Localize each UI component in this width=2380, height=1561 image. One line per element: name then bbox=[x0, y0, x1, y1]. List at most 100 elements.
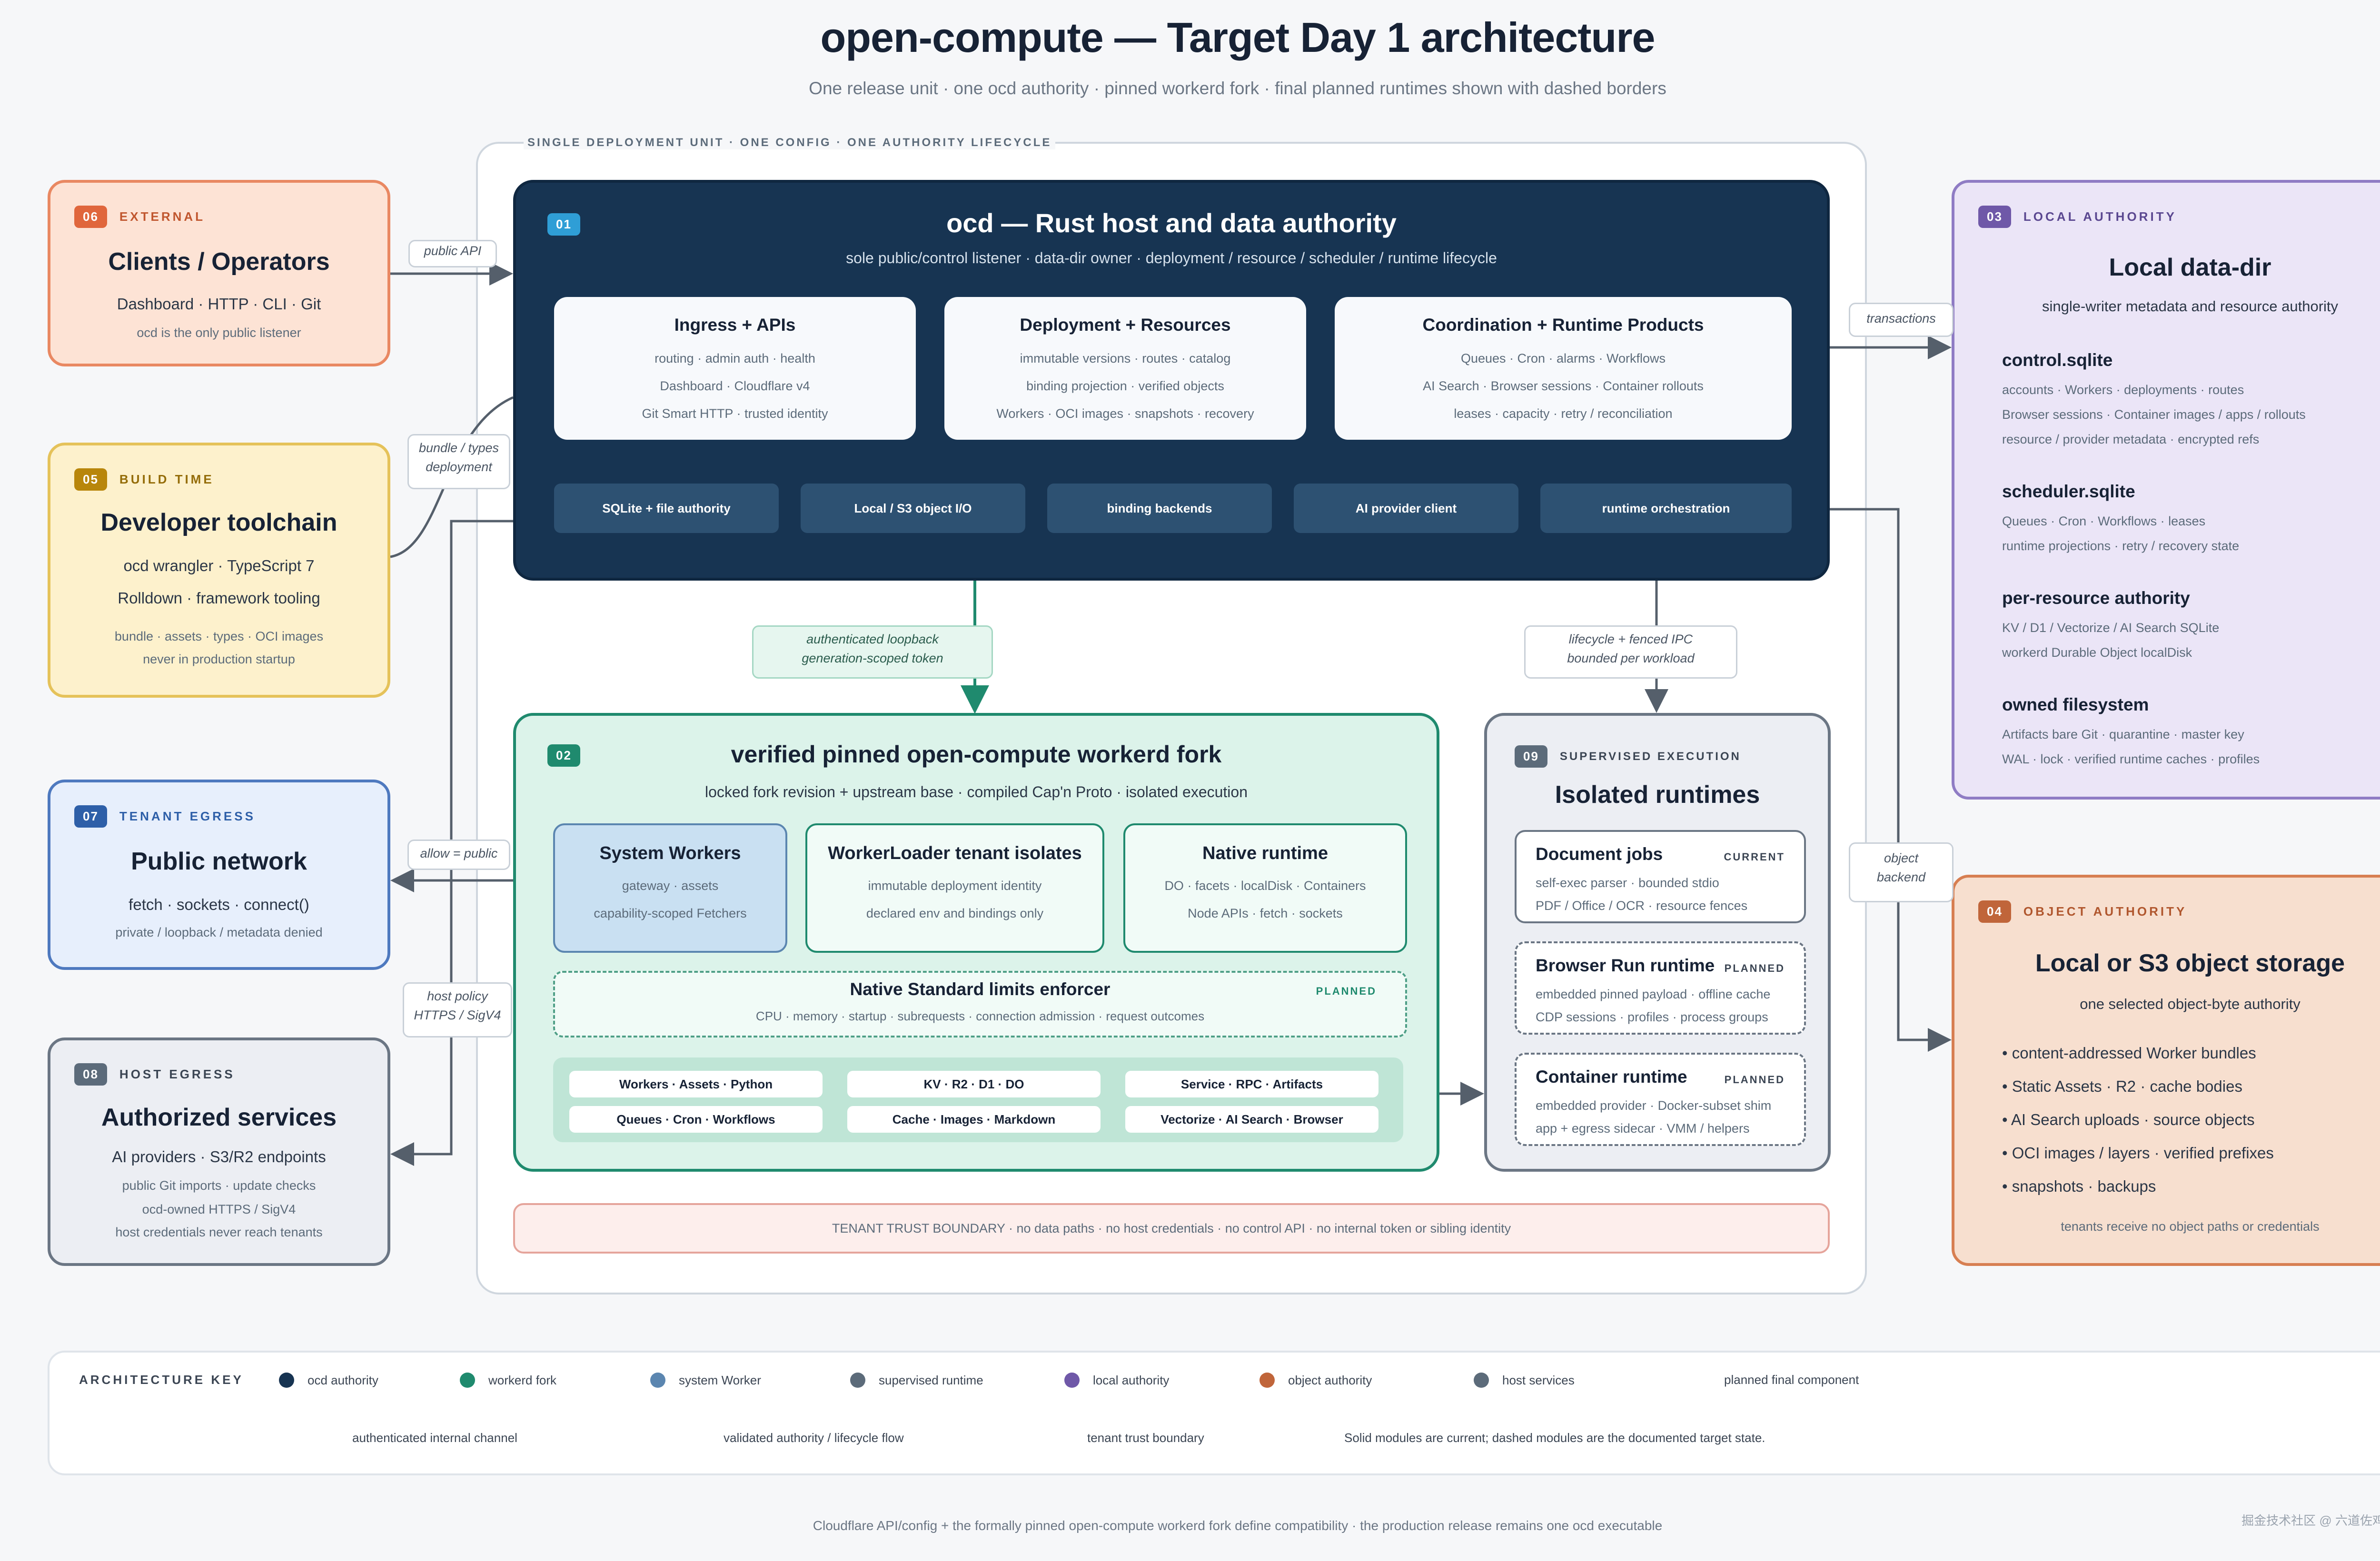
key-label: host services bbox=[1502, 1373, 1575, 1387]
public-network-note: private / loopback / metadata denied bbox=[115, 925, 323, 939]
toolchain-note2: never in production startup bbox=[143, 652, 295, 666]
edge-label-public-api: public API bbox=[408, 240, 497, 267]
limits-enforcer-line: CPU · memory · startup · subrequests · c… bbox=[755, 1009, 1205, 1023]
public-network-badge: 07 bbox=[74, 805, 107, 828]
ocd-coordination-line: leases · capacity · retry / reconciliati… bbox=[1454, 406, 1673, 421]
watermark: 掘金技术社区 @ 六道佐鸡巫土移动师 bbox=[2241, 1513, 2380, 1528]
ocd-coordination-line: Queues · Cron · alarms · Workflows bbox=[1460, 351, 1666, 366]
ocd-deployment-line: immutable versions · routes · catalog bbox=[1020, 351, 1231, 366]
public-network-tag: TENANT EGRESS bbox=[119, 809, 256, 823]
edge-label-object-backend-2: backend bbox=[1876, 870, 1926, 884]
per-resource-line: workerd Durable Object localDisk bbox=[2002, 645, 2192, 660]
key-label: supervised runtime bbox=[879, 1373, 983, 1387]
edge-label-bundle: bundle / types deployment bbox=[407, 434, 510, 489]
clients-title: Clients / Operators bbox=[108, 248, 330, 276]
local-authority-subtitle: single-writer metadata and resource auth… bbox=[2042, 298, 2339, 315]
native-runtime-line: DO · facets · localDisk · Containers bbox=[1164, 879, 1366, 893]
workerd-title: verified pinned open-compute workerd for… bbox=[731, 741, 1222, 768]
edge-label-bundle-2: deployment bbox=[426, 460, 492, 474]
host-egress-note2: ocd-owned HTTPS / SigV4 bbox=[142, 1202, 296, 1216]
native-runtime-line: Node APIs · fetch · sockets bbox=[1188, 906, 1343, 920]
key-label: system Worker bbox=[679, 1373, 761, 1387]
runtimes-badge: 09 bbox=[1515, 745, 1547, 768]
runtimes-title: Isolated runtimes bbox=[1555, 781, 1760, 809]
workerd-badge: 02 bbox=[547, 744, 580, 767]
edge-ocd-host bbox=[390, 880, 453, 1166]
owned-filesystem-line: WAL · lock · verified runtime caches · p… bbox=[2002, 752, 2260, 766]
edge-label-host-policy-1: host policy bbox=[427, 989, 488, 1003]
object-item: • Static Assets · R2 · cache bodies bbox=[2002, 1077, 2242, 1095]
toolchain-line2: Rolldown · framework tooling bbox=[118, 589, 320, 607]
key-dot bbox=[279, 1373, 294, 1388]
container-runtime-line: app + egress sidecar · VMM / helpers bbox=[1536, 1121, 1750, 1136]
scheduler-sqlite-line: Queues · Cron · Workflows · leases bbox=[2002, 514, 2206, 528]
key-title: ARCHITECTURE KEY bbox=[79, 1373, 244, 1387]
edge-label-object-backend: object backend bbox=[1849, 842, 1954, 902]
object-item: • content-addressed Worker bundles bbox=[2002, 1044, 2256, 1062]
key-dot bbox=[460, 1373, 475, 1388]
control-sqlite-title: control.sqlite bbox=[2002, 350, 2113, 370]
document-jobs-line: PDF / Office / OCR · resource fences bbox=[1536, 899, 1748, 913]
scheduler-sqlite-line: runtime projections · retry / recovery s… bbox=[2002, 539, 2240, 553]
key-dot bbox=[1474, 1373, 1489, 1388]
document-jobs-box: Document jobs CURRENT self-exec parser ·… bbox=[1515, 830, 1806, 923]
control-sqlite-line: resource / provider metadata · encrypted… bbox=[2002, 432, 2260, 446]
ocd-coordination-title: Coordination + Runtime Products bbox=[1422, 315, 1704, 335]
host-egress-title: Authorized services bbox=[101, 1104, 337, 1131]
document-jobs-line: self-exec parser · bounded stdio bbox=[1536, 876, 1719, 890]
key-dot bbox=[1259, 1373, 1275, 1388]
key-item-workerd: workerd fork bbox=[460, 1373, 556, 1388]
ocd-pill: binding backends bbox=[1047, 484, 1272, 533]
document-jobs-status: CURRENT bbox=[1724, 851, 1785, 863]
local-authority-tag: LOCAL AUTHORITY bbox=[2023, 209, 2177, 224]
module-pill: Vectorize · AI Search · Browser bbox=[1125, 1106, 1378, 1133]
key-label: object authority bbox=[1288, 1373, 1372, 1387]
module-pill: Workers · Assets · Python bbox=[569, 1071, 823, 1097]
edge-label-auth-loopback-1: authenticated loopback bbox=[806, 632, 939, 646]
toolchain-note1: bundle · assets · types · OCI images bbox=[114, 629, 324, 643]
host-egress-line: AI providers · S3/R2 endpoints bbox=[112, 1148, 326, 1166]
browser-run-line: embedded pinned payload · offline cache bbox=[1536, 987, 1771, 1001]
control-sqlite-line: Browser sessions · Container images / ap… bbox=[2002, 407, 2306, 422]
ocd-ingress-line: Dashboard · Cloudflare v4 bbox=[660, 379, 810, 393]
key-item-planned: planned final component bbox=[1724, 1373, 1859, 1387]
host-egress-note1: public Git imports · update checks bbox=[122, 1178, 316, 1193]
workerloader-line: declared env and bindings only bbox=[866, 906, 1044, 920]
page-title: open-compute — Target Day 1 architecture bbox=[820, 14, 1656, 61]
tenant-trust-boundary: TENANT TRUST BOUNDARY · no data paths · … bbox=[513, 1203, 1830, 1254]
system-workers-line: gateway · assets bbox=[622, 879, 719, 893]
container-runtime-status: PLANNED bbox=[1724, 1074, 1785, 1086]
workerd-subtitle: locked fork revision + upstream base · c… bbox=[704, 783, 1248, 800]
toolchain-title: Developer toolchain bbox=[100, 509, 337, 536]
toolchain-line1: ocd wrangler · TypeScript 7 bbox=[123, 557, 315, 574]
ocd-pill: Local / S3 object I/O bbox=[801, 484, 1025, 533]
clients-line: Dashboard · HTTP · CLI · Git bbox=[117, 295, 321, 313]
per-resource-line: KV / D1 / Vectorize / AI Search SQLite bbox=[2002, 621, 2220, 635]
object-authority-tag: OBJECT AUTHORITY bbox=[2023, 904, 2187, 919]
object-item: • AI Search uploads · source objects bbox=[2002, 1111, 2255, 1128]
key-item-validated-flow: validated authority / lifecycle flow bbox=[724, 1431, 904, 1445]
edge-label-bundle-1: bundle / types bbox=[418, 441, 499, 455]
edge-label-lifecycle: lifecycle + fenced IPC bounded per workl… bbox=[1524, 625, 1737, 679]
ocd-host-box: 01 ocd — Rust host and data authority so… bbox=[513, 180, 1830, 581]
edge-label-lifecycle-1: lifecycle + fenced IPC bbox=[1568, 632, 1693, 646]
toolchain-badge: 05 bbox=[74, 468, 107, 491]
system-workers-box: System Workers gateway · assets capabili… bbox=[553, 823, 787, 953]
object-authority-title: Local or S3 object storage bbox=[2035, 949, 2345, 977]
ocd-subtitle: sole public/control listener · data-dir … bbox=[846, 249, 1497, 267]
key-item-trust-boundary: tenant trust boundary bbox=[1087, 1431, 1204, 1445]
edge-label-auth-loopback: authenticated loopback generation-scoped… bbox=[752, 625, 993, 679]
browser-run-box: Browser Run runtime PLANNED embedded pin… bbox=[1515, 941, 1806, 1035]
limits-enforcer-status: PLANNED bbox=[1316, 985, 1377, 997]
edge-label-host-policy-2: HTTPS / SigV4 bbox=[414, 1008, 501, 1022]
edge-label-object-backend-1: object bbox=[1884, 851, 1919, 865]
workerd-modules: Workers · Assets · Python KV · R2 · D1 ·… bbox=[553, 1057, 1403, 1142]
key-item-supervised: supervised runtime bbox=[850, 1373, 983, 1388]
edge-label-host-policy: host policy HTTPS / SigV4 bbox=[403, 982, 512, 1037]
ocd-pill: SQLite + file authority bbox=[554, 484, 779, 533]
ocd-pill: AI provider client bbox=[1294, 484, 1518, 533]
object-authority-note: tenants receive no object paths or crede… bbox=[2061, 1219, 2320, 1234]
